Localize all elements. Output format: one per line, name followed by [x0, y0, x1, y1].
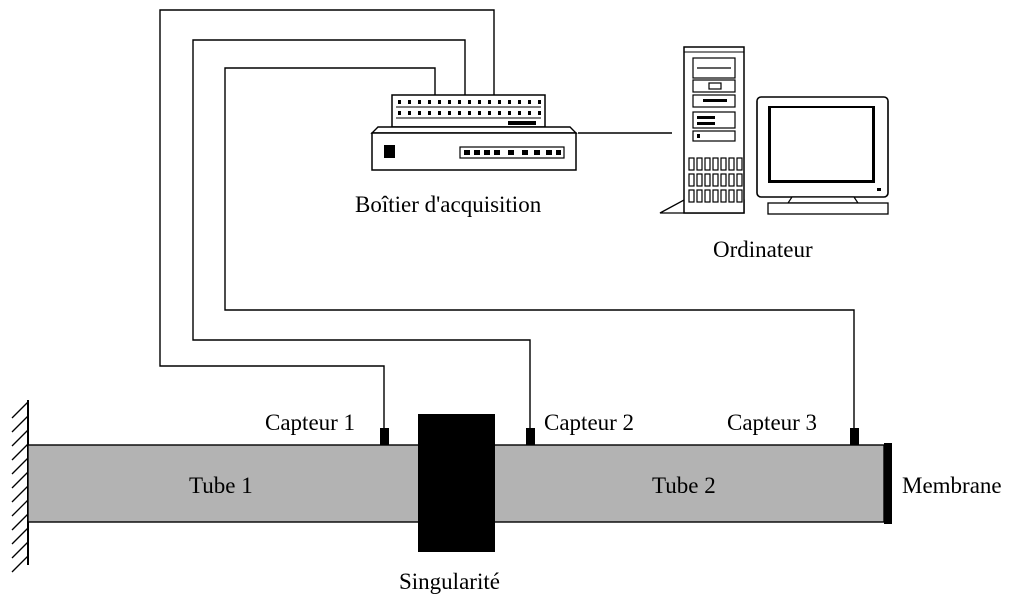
- fixed-wall: [11, 400, 29, 573]
- sensor-2-label: Capteur 2: [544, 410, 635, 435]
- computer-label: Ordinateur: [713, 237, 813, 262]
- sensor-3-mark: [850, 428, 859, 445]
- sensor-2-mark: [526, 428, 535, 445]
- tube-2: [493, 444, 885, 523]
- acquisition-box-device: [370, 94, 578, 171]
- wire-sensor-2: [192, 39, 531, 428]
- tube-1: [27, 444, 424, 523]
- tube-2-label: Tube 2: [652, 473, 716, 498]
- wire-sensor-3: [224, 67, 855, 428]
- sensor-1-mark: [380, 428, 389, 445]
- tube-1-label: Tube 1: [189, 473, 253, 498]
- sensor-1-label: Capteur 1: [265, 410, 356, 435]
- computer-monitor: [756, 96, 889, 215]
- membrane-bar: [884, 443, 892, 524]
- acquisition-box-label: Boîtier d'acquisition: [355, 192, 542, 217]
- singularity-label: Singularité: [399, 569, 500, 594]
- wire-sensor-1: [159, 9, 495, 428]
- computer-tower: [659, 46, 745, 214]
- singularity-block: [418, 414, 495, 552]
- membrane-label: Membrane: [902, 473, 1002, 498]
- sensor-3-label: Capteur 3: [727, 410, 818, 435]
